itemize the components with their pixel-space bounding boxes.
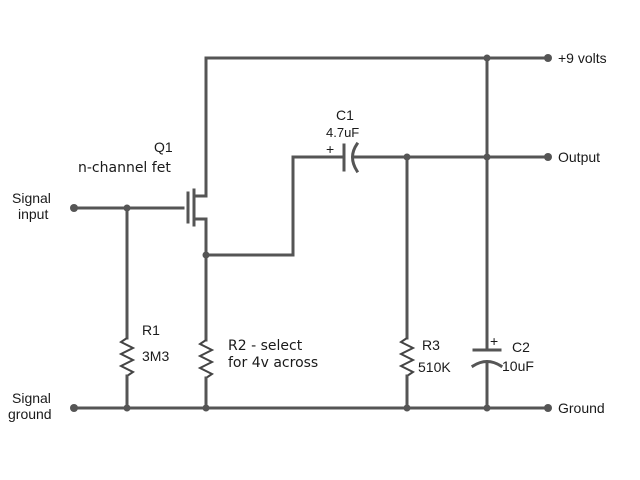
r2-value: for 4v across xyxy=(228,355,318,371)
r2-name: R2 - select xyxy=(228,338,303,354)
signal-input-label-1: Signal xyxy=(12,190,51,206)
ground-rail xyxy=(70,404,552,412)
q1-name: Q1 xyxy=(154,139,173,155)
r1-resistor xyxy=(118,206,136,410)
q1-desc: n-channel fet xyxy=(78,160,171,176)
ground-label: Ground xyxy=(558,400,605,416)
r1-name: R1 xyxy=(142,322,160,338)
c1-polarity: + xyxy=(326,141,334,157)
signal-input-label-2: input xyxy=(18,206,48,222)
r2-resistor xyxy=(197,339,215,410)
output-terminal[interactable] xyxy=(544,153,552,161)
supply-rail xyxy=(204,54,552,62)
output-label: Output xyxy=(558,149,600,165)
c1-name: C1 xyxy=(336,107,354,123)
source-to-c1-wire xyxy=(204,155,344,257)
c2-polarity: + xyxy=(490,333,498,349)
c1-value: 4.7uF xyxy=(326,125,359,140)
signal-ground-label-1: Signal xyxy=(12,390,51,406)
r1-value: 3M3 xyxy=(142,348,169,364)
c1-capacitor xyxy=(342,141,552,174)
r3-value: 510K xyxy=(418,359,451,375)
ground-terminal[interactable] xyxy=(544,404,552,412)
c2-name: C2 xyxy=(512,339,530,355)
c2-value: 10uF xyxy=(502,358,534,374)
r3-resistor xyxy=(398,155,416,410)
r3-name: R3 xyxy=(422,337,440,353)
signal-ground-terminal[interactable] xyxy=(70,404,78,412)
signal-ground-label-2: ground xyxy=(8,406,52,422)
supply-label: +9 volts xyxy=(558,50,607,66)
c2-capacitor xyxy=(470,54,504,410)
signal-input-terminal[interactable] xyxy=(70,204,78,212)
q1-fet xyxy=(186,56,210,342)
supply-terminal[interactable] xyxy=(544,54,552,62)
